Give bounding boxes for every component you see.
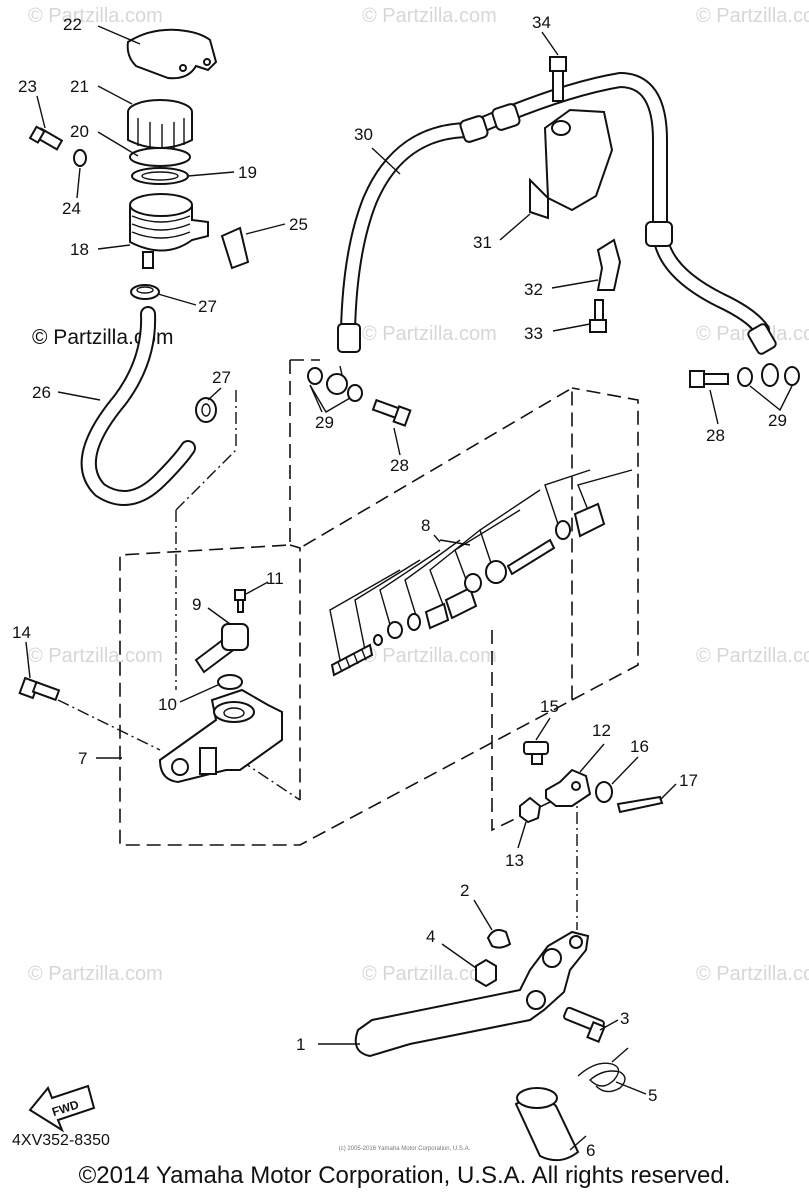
callout-33: 33 bbox=[524, 324, 543, 343]
callout-16: 16 bbox=[630, 737, 649, 756]
hose-joint-9 bbox=[194, 623, 249, 674]
gaskets-29-left bbox=[307, 367, 363, 402]
watermark: © Partzilla.com bbox=[362, 323, 497, 345]
hose-clamp-upper bbox=[130, 284, 160, 300]
fine-print: (c) 2005-2016 Yamaha Motor Corporation, … bbox=[338, 1146, 471, 1152]
gaskets-29-right bbox=[737, 366, 800, 387]
watermark: © Partzilla.com bbox=[362, 963, 497, 985]
nut-4 bbox=[475, 958, 497, 988]
callout-28-left: 28 bbox=[390, 456, 409, 475]
union-bolt-right bbox=[689, 370, 729, 388]
callout-28-right: 28 bbox=[706, 426, 725, 445]
watermark: © Partzilla.com bbox=[28, 645, 163, 667]
callout-8: 8 bbox=[421, 516, 430, 535]
watermark: © Partzilla.com bbox=[696, 963, 809, 985]
callout-32: 32 bbox=[524, 280, 543, 299]
clip-25 bbox=[220, 226, 250, 270]
callout-leaders bbox=[25, 25, 793, 1151]
banjo-fitting-left bbox=[326, 373, 348, 395]
pin-15 bbox=[523, 741, 549, 765]
reservoir-plate bbox=[129, 147, 191, 167]
washer-24 bbox=[73, 149, 87, 167]
callout-27-upper: 27 bbox=[198, 297, 217, 316]
bolt-34 bbox=[549, 56, 567, 102]
watermark: © Partzilla.com bbox=[28, 5, 163, 27]
watermark: © Partzilla.com bbox=[28, 963, 163, 985]
assembly-leaders bbox=[57, 365, 578, 930]
callout-29-right: 29 bbox=[768, 411, 787, 430]
bolt-14 bbox=[18, 676, 61, 702]
callout-15: 15 bbox=[540, 697, 559, 716]
o-ring-10 bbox=[217, 674, 243, 690]
bolt-33 bbox=[589, 299, 607, 333]
callout-3: 3 bbox=[620, 1009, 629, 1028]
union-bolt-left bbox=[371, 398, 412, 427]
callout-29-left: 29 bbox=[315, 413, 334, 432]
reservoir-cap bbox=[127, 99, 193, 151]
callout-10: 10 bbox=[158, 695, 177, 714]
callout-21: 21 bbox=[70, 77, 89, 96]
callout-30: 30 bbox=[354, 125, 373, 144]
brake-hose bbox=[337, 72, 777, 355]
bolt-3 bbox=[563, 1006, 606, 1043]
callout-19: 19 bbox=[238, 163, 257, 182]
copyright-notice: ©2014 Yamaha Motor Corporation, U.S.A. A… bbox=[78, 1162, 731, 1189]
callout-5: 5 bbox=[648, 1086, 657, 1105]
forward-arrow: FWD bbox=[28, 1084, 96, 1133]
brake-pedal bbox=[354, 930, 590, 1058]
assembly-outline bbox=[119, 359, 639, 846]
washer-16 bbox=[595, 781, 613, 803]
return-spring bbox=[577, 1047, 629, 1093]
banjo-fitting-right bbox=[761, 363, 779, 387]
diagram-code: 4XV352-8350 bbox=[12, 1132, 110, 1149]
screw-23 bbox=[28, 125, 64, 151]
callout-2: 2 bbox=[460, 881, 469, 900]
nut-13 bbox=[519, 796, 542, 824]
reservoir-tank bbox=[129, 193, 209, 269]
hose-clamp-32 bbox=[596, 238, 622, 291]
watermark: © Partzilla.com bbox=[696, 645, 809, 667]
callout-34: 34 bbox=[532, 13, 551, 32]
callout-12: 12 bbox=[592, 721, 611, 740]
callout-31: 31 bbox=[473, 233, 492, 252]
reservoir-cover-bracket bbox=[126, 28, 218, 80]
callout-7: 7 bbox=[78, 749, 87, 768]
reservoir-hose bbox=[80, 306, 196, 506]
callout-13: 13 bbox=[505, 851, 524, 870]
callout-1: 1 bbox=[296, 1035, 305, 1054]
callout-9: 9 bbox=[192, 595, 201, 614]
callouts: 22 23 21 20 19 24 18 25 27 26 27 34 30 3… bbox=[12, 13, 787, 1160]
pedal-cover bbox=[514, 1087, 580, 1162]
callout-11: 11 bbox=[266, 569, 284, 588]
clevis-12 bbox=[545, 768, 592, 807]
washer-2 bbox=[486, 929, 512, 949]
callout-17: 17 bbox=[679, 771, 698, 790]
callout-23: 23 bbox=[18, 77, 37, 96]
hose-clamp-lower bbox=[195, 397, 217, 423]
callout-27-lower: 27 bbox=[212, 368, 231, 387]
callout-24: 24 bbox=[62, 199, 81, 218]
watermark: © Partzilla.com bbox=[362, 5, 497, 27]
reservoir-diaphragm bbox=[131, 167, 189, 185]
master-cylinder-body bbox=[158, 688, 283, 784]
callout-4: 4 bbox=[426, 927, 435, 946]
watermark: © Partzilla.com bbox=[696, 5, 809, 27]
callout-26: 26 bbox=[32, 383, 51, 402]
watermarks: © Partzilla.com © Partzilla.com © Partzi… bbox=[28, 5, 809, 985]
master-cylinder-kit bbox=[329, 469, 633, 677]
screw-11 bbox=[234, 589, 246, 613]
callout-6: 6 bbox=[586, 1141, 595, 1160]
callout-25: 25 bbox=[289, 215, 308, 234]
callout-18: 18 bbox=[70, 240, 89, 259]
callout-14: 14 bbox=[12, 623, 31, 642]
callout-22: 22 bbox=[63, 15, 82, 34]
callout-20: 20 bbox=[70, 122, 89, 141]
cotter-pin-17 bbox=[616, 795, 664, 814]
watermark: © Partzilla.com bbox=[362, 645, 497, 667]
hose-guide bbox=[529, 108, 614, 220]
